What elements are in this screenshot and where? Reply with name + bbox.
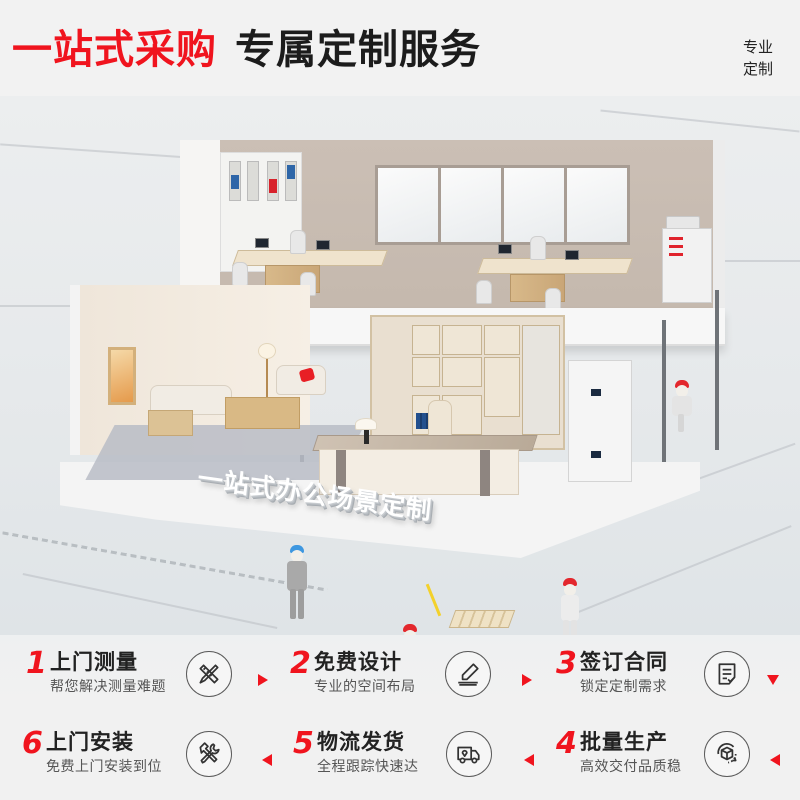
step-title: 签订合同 [580,650,668,674]
blueprint-line [2,531,328,592]
workstation-desk [477,258,633,274]
delivery-truck-icon [446,731,492,777]
upper-window [375,165,630,245]
table-lamp-base [364,430,369,444]
executive-desk [312,435,538,497]
step-number: 2 [290,646,311,681]
service-steps: 1 上门测量 帮您解决测量难题 2 免费设计 专业的空间布局 3 签订合同 锁定… [0,635,800,800]
step-subtitle: 帮您解决测量难题 [50,679,166,695]
step-number: 3 [556,646,577,681]
blueprint-line [600,109,800,133]
headline: 一站式采购专属定制服务 [12,30,481,70]
wall-painting [108,347,136,405]
step-subtitle: 专业的空间布局 [314,679,416,695]
blueprint-line [22,572,278,630]
flow-arrow-right [258,674,268,686]
blueprint-line [568,525,792,617]
flow-arrow-left [770,754,780,766]
step-number: 5 [293,726,314,761]
pallet [448,610,516,628]
monitor [255,238,269,248]
coffee-table [225,397,300,429]
step-title: 上门测量 [50,650,138,674]
floor-lamp [266,355,268,415]
table-lamp [355,418,377,430]
side-tag-line1: 专业 [742,38,773,56]
office-scene-illustration: 一站式办公场景定制 [0,90,800,635]
wrench-hammer-icon [186,731,232,777]
office-chair [232,262,248,286]
step-title: 上门安装 [46,730,134,754]
step-title: 批量生产 [580,730,668,754]
headline-black: 专属定制服务 [235,27,481,73]
step-title: 免费设计 [314,650,402,674]
office-chair [476,280,492,304]
office-chair [530,236,546,260]
step-2-design: 2 免费设计 专业的空间布局 [290,635,550,705]
contract-checklist-icon [704,651,750,697]
flow-arrow-left [262,754,272,766]
workstation-desk [232,250,388,266]
glass-partition-post [662,320,666,490]
step-subtitle: 锁定定制需求 [580,679,667,695]
side-tag: 专业 定制 [738,36,778,80]
pen-design-icon [445,651,491,697]
headline-red: 一站式采购 [12,27,217,73]
side-tag-line2: 定制 [742,60,773,78]
glass-partition-post [715,290,719,450]
monitor [565,250,579,260]
blueprint-line [0,143,190,159]
executive-bookcase [370,315,565,450]
flow-arrow-left [524,754,534,766]
lounge-area [70,285,365,480]
blueprint-line [0,305,70,307]
step-3-contract: 3 签订合同 锁定定制需求 [556,635,800,705]
step-1-measure: 1 上门测量 帮您解决测量难题 [26,635,286,705]
monitor [498,244,512,254]
office-safe [568,360,632,482]
step-subtitle: 高效交付品质稳 [580,759,682,775]
monitor [316,240,330,250]
pallet-jack-handle [425,583,442,617]
blueprint-line [720,260,800,262]
header: 一站式采购专属定制服务 专业 定制 [0,0,800,96]
step-number: 1 [26,646,47,681]
step-number: 6 [22,726,43,761]
step-subtitle: 免费上门安装到位 [46,759,162,775]
step-subtitle: 全程跟踪快速达 [317,759,419,775]
step-6-install: 6 上门安装 免费上门安装到位 [22,715,282,785]
step-number: 4 [556,726,577,761]
step-title: 物流发货 [317,730,405,754]
office-chair [290,230,306,254]
box-production-icon [704,731,750,777]
sofa-base [148,410,193,436]
step-4-production: 4 批量生产 高效交付品质稳 [556,715,800,785]
step-5-logistics: 5 物流发货 全程跟踪快速达 [293,715,553,785]
floor-lamp-shade [258,343,276,359]
flow-arrow-down [767,675,779,685]
ruler-pencil-icon [186,651,232,697]
flow-arrow-right [522,674,532,686]
file-cabinet [662,228,712,303]
